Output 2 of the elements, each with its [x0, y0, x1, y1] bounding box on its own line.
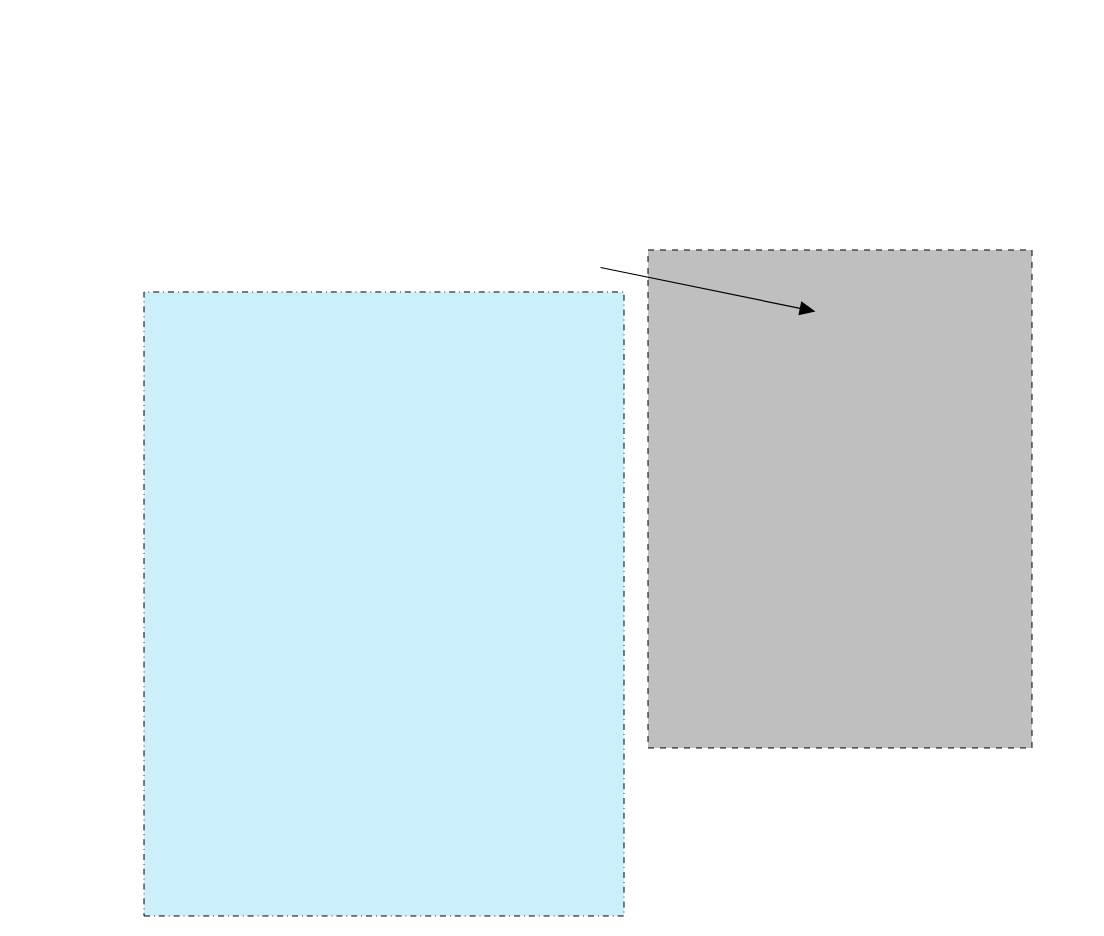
panel-box [647, 249, 1033, 749]
panel-box [143, 291, 625, 917]
